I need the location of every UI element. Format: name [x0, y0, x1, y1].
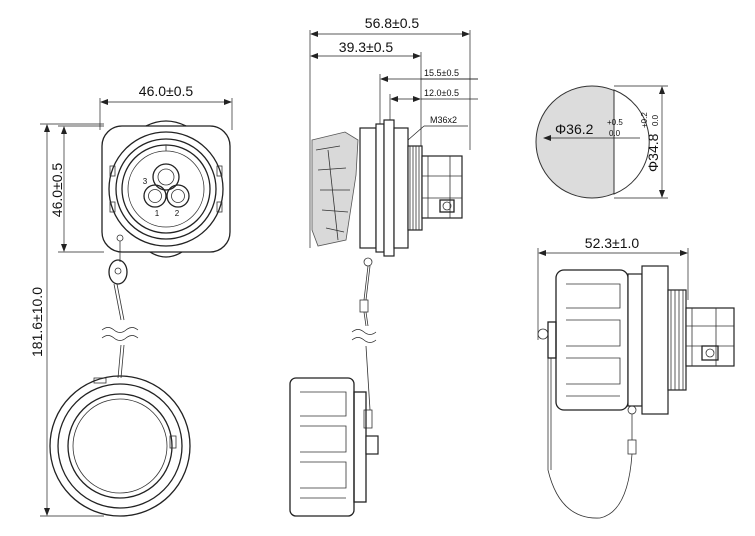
- cutout-diameter-lower-tol: 0.0: [609, 129, 621, 138]
- angled-cable-housing: [311, 131, 359, 247]
- dust-cap-front: [49, 375, 191, 517]
- front-height-dimension: 46.0±0.5: [49, 163, 65, 218]
- cutout-diameter-dimension: Φ36.2: [555, 121, 594, 137]
- pin-label-2: 2: [175, 209, 180, 218]
- panel-cutout-view: Φ36.2 +0.5 0.0 Φ34.8 +0.2 0.0: [535, 85, 668, 199]
- cutout-diameter-upper-tol: +0.5: [607, 118, 623, 127]
- thread-spec-label: M36x2: [430, 115, 457, 125]
- body-length-dimension: 39.3±0.5: [339, 39, 394, 55]
- lanyard-ring: [108, 259, 128, 285]
- cutout-flat-lower-tol: 0.0: [651, 114, 660, 126]
- pin-label-1: 1: [155, 209, 160, 218]
- mounted-view: 52.3±1.0: [537, 235, 735, 519]
- mounted-length-dimension: 52.3±1.0: [585, 235, 640, 251]
- cutout-flat-upper-tol: +0.2: [640, 112, 649, 128]
- front-housing-outline: [101, 125, 231, 253]
- front-width-dimension: 46.0±0.5: [139, 83, 194, 99]
- thread-length-dimension: 15.5±0.5: [424, 68, 459, 78]
- side-view: 56.8±0.5 39.3±0.5 15.5±0.5 12.0±0.5 M36x…: [289, 15, 478, 517]
- contact-pins: [143, 163, 190, 208]
- overall-length-dimension: 56.8±0.5: [365, 15, 420, 31]
- pin-label-3: 3: [143, 177, 148, 186]
- dust-cap-side: [289, 377, 379, 517]
- panel-thickness-dimension: 12.0±0.5: [424, 88, 459, 98]
- cutout-flat-dimension: Φ34.8: [645, 133, 661, 172]
- front-view: 46.0±0.5 46.0±0.5 181.6±10.0: [29, 83, 233, 517]
- total-length-dimension: 181.6±10.0: [29, 287, 45, 357]
